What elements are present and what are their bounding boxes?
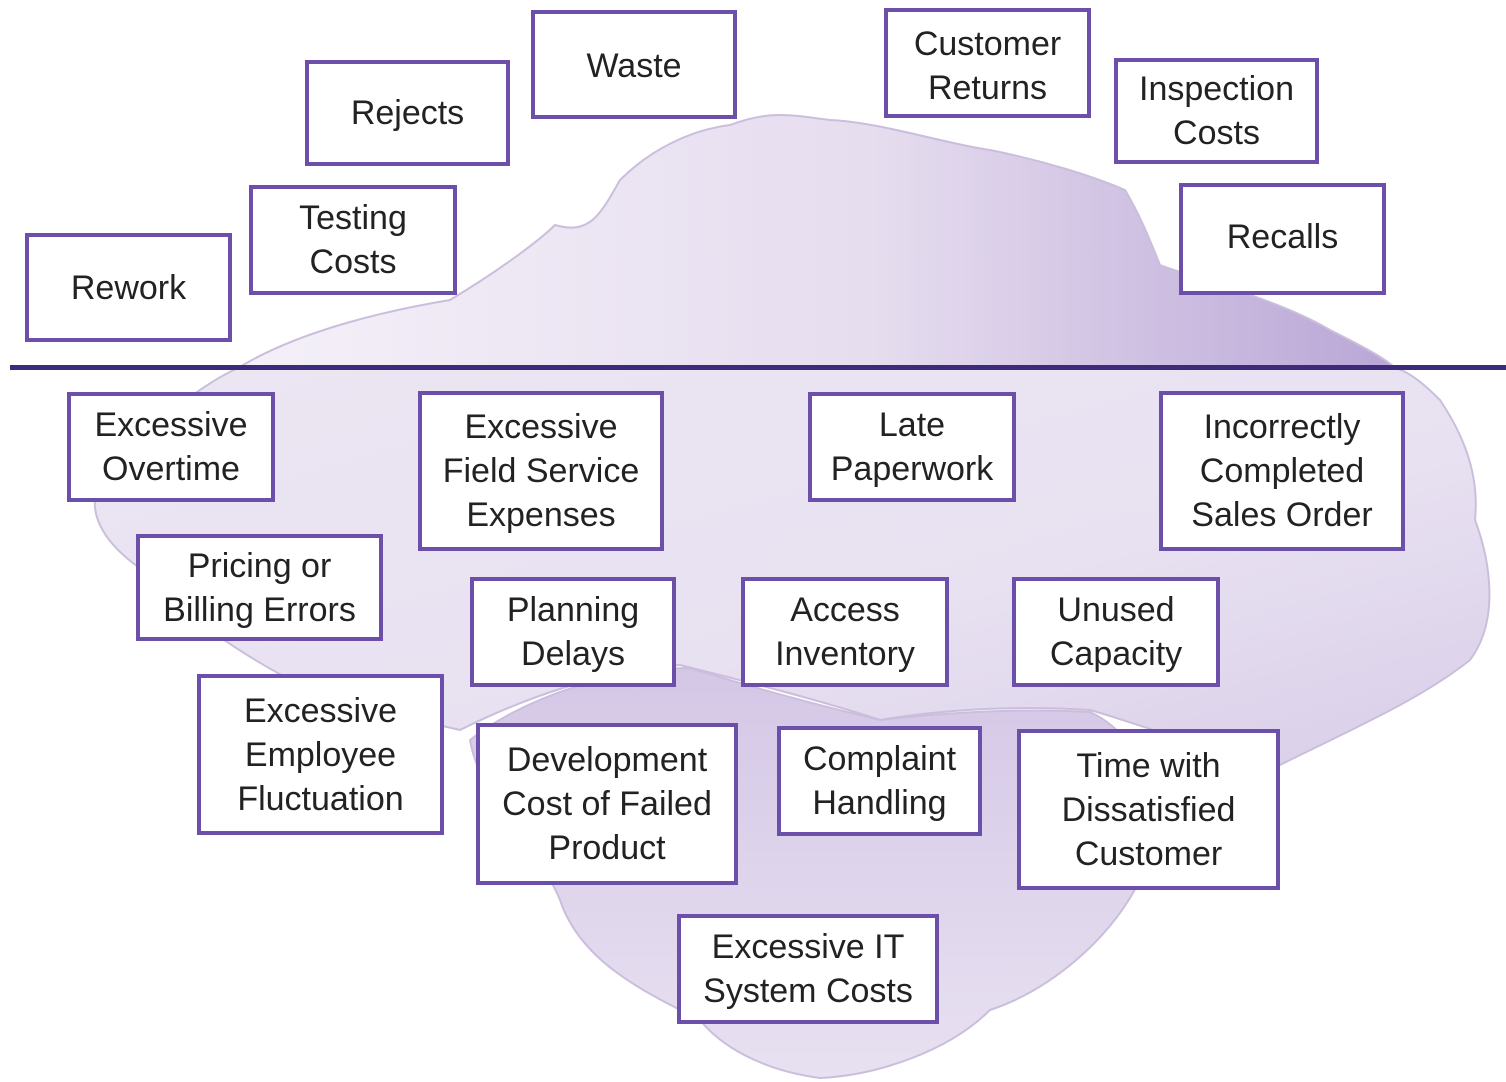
excessive-overtime-box: Excessive Overtime: [67, 392, 275, 502]
customer-returns-box: Customer Returns: [884, 8, 1091, 118]
unused-capacity-box: Unused Capacity: [1012, 577, 1220, 687]
excessive-it-system-costs-box: Excessive IT System Costs: [677, 914, 939, 1024]
time-with-dissatisfied-customer-box: Time with Dissatisfied Customer: [1017, 729, 1280, 890]
rejects-box: Rejects: [305, 60, 510, 166]
excessive-field-service-expenses-box: Excessive Field Service Expenses: [418, 391, 664, 551]
excessive-employee-fluctuation-box: Excessive Employee Fluctuation: [197, 674, 444, 835]
waste-box: Waste: [531, 10, 737, 119]
complaint-handling-box: Complaint Handling: [777, 726, 982, 836]
development-cost-of-failed-product-box: Development Cost of Failed Product: [476, 723, 738, 885]
inspection-costs-box: Inspection Costs: [1114, 58, 1319, 164]
rework-box: Rework: [25, 233, 232, 342]
planning-delays-box: Planning Delays: [470, 577, 676, 687]
access-inventory-box: Access Inventory: [741, 577, 949, 687]
late-paperwork-box: Late Paperwork: [808, 392, 1016, 502]
recalls-box: Recalls: [1179, 183, 1386, 295]
testing-costs-box: Testing Costs: [249, 185, 457, 295]
pricing-or-billing-errors-box: Pricing or Billing Errors: [136, 534, 383, 641]
waterline: [10, 365, 1506, 370]
incorrectly-completed-sales-order-box: Incorrectly Completed Sales Order: [1159, 391, 1405, 551]
